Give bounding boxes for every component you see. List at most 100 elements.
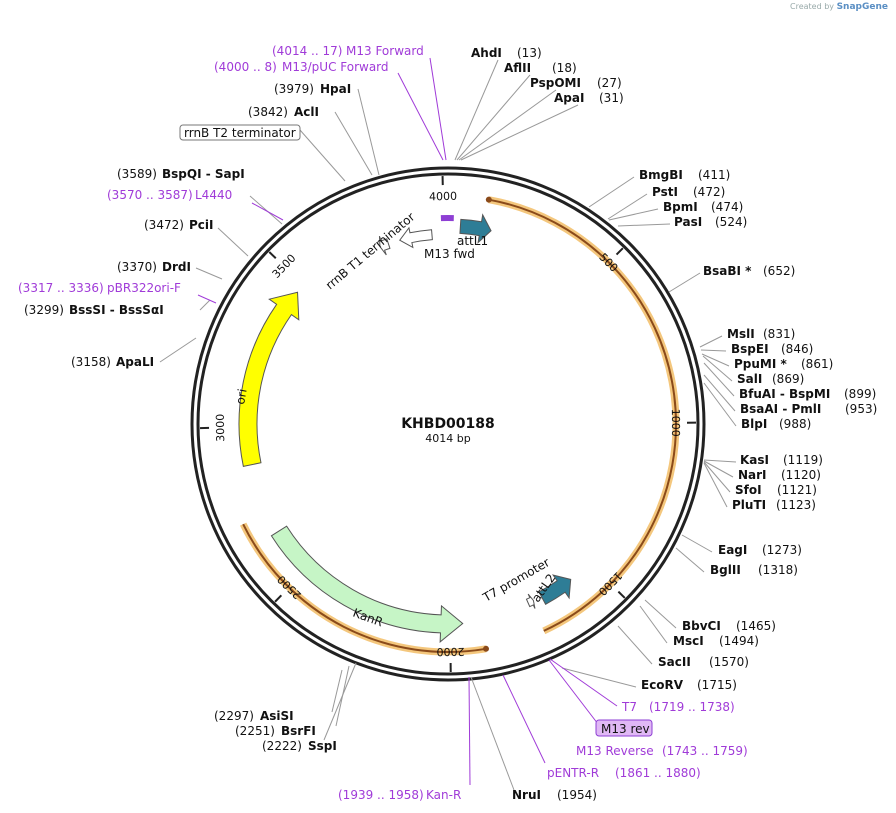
primer-leader-line bbox=[502, 674, 546, 764]
feature-label-rrnb-t2: rrnB T2 terminator bbox=[184, 126, 296, 140]
primer-label: M13 Reverse bbox=[576, 744, 654, 758]
tick-label: 4000 bbox=[429, 190, 457, 204]
leader-line bbox=[561, 667, 637, 688]
leader-line bbox=[299, 129, 346, 182]
enzyme-position: (1273) bbox=[762, 543, 802, 557]
enzyme-position: (13) bbox=[517, 46, 542, 60]
enzyme-position: (411) bbox=[698, 168, 730, 182]
feature-arrow-attl2 bbox=[538, 574, 572, 605]
tick-mark bbox=[268, 251, 277, 259]
plasmid-length: 4014 bp bbox=[425, 432, 470, 445]
enzyme-position: (953) bbox=[845, 402, 877, 416]
enzyme-label: HpaI bbox=[320, 82, 351, 96]
enzyme-position: (1494) bbox=[719, 634, 759, 648]
created-by-text: Created by bbox=[790, 2, 835, 11]
primer-label: M13/pUC Forward bbox=[282, 60, 389, 74]
enzyme-label: BpmI bbox=[663, 200, 698, 214]
enzyme-label: AflII bbox=[504, 61, 531, 75]
leader-line bbox=[454, 59, 499, 161]
feature-arrow-rrnb-t2-terminator bbox=[378, 235, 391, 256]
enzyme-label: AhdI bbox=[471, 46, 502, 60]
primer-label: M13 Forward bbox=[346, 44, 424, 58]
feature-arrow-attl1 bbox=[459, 213, 492, 244]
leader-line bbox=[334, 111, 373, 176]
enzyme-label: BspQI - SapI bbox=[162, 167, 245, 181]
orf-arrowhead bbox=[483, 645, 490, 652]
leader-line bbox=[588, 176, 635, 208]
enzyme-position: (27) bbox=[597, 76, 622, 90]
enzyme-position: (3370) bbox=[117, 260, 157, 274]
enzyme-position: (846) bbox=[781, 342, 813, 356]
enzyme-label: PluTI bbox=[732, 498, 766, 512]
enzyme-position: (2251) bbox=[235, 724, 275, 738]
enzyme-position: (1318) bbox=[758, 563, 798, 577]
enzyme-label: EcoRV bbox=[641, 678, 684, 692]
enzyme-label: ApaLI bbox=[116, 355, 154, 369]
enzyme-label: BmgBI bbox=[639, 168, 683, 182]
enzyme-position: (1121) bbox=[777, 483, 817, 497]
enzyme-label: SacII bbox=[658, 655, 691, 669]
feature-arrow-ori bbox=[238, 291, 300, 467]
enzyme-label: NarI bbox=[738, 468, 767, 482]
enzyme-position: (1119) bbox=[783, 453, 823, 467]
primer-range: (1939 .. 1958) bbox=[338, 788, 424, 802]
primer-label: pENTR-R bbox=[547, 766, 599, 780]
enzyme-position: (1120) bbox=[781, 468, 821, 482]
primer-label: L4440 bbox=[195, 188, 232, 202]
leader-line bbox=[456, 74, 531, 161]
leader-line bbox=[703, 460, 734, 478]
enzyme-label: PspOMI bbox=[530, 76, 581, 90]
leader-line bbox=[217, 227, 249, 257]
leader-line bbox=[159, 337, 197, 363]
leader-line bbox=[608, 208, 659, 221]
tick-label: 3000 bbox=[214, 414, 227, 442]
primer-range: (3570 .. 3587) bbox=[107, 188, 193, 202]
enzyme-position: (3589) bbox=[117, 167, 157, 181]
primer-leader-line bbox=[251, 202, 284, 221]
leader-line bbox=[700, 349, 727, 352]
primer-range: (4000 .. 8) bbox=[214, 60, 277, 74]
enzyme-label: BbvCI bbox=[682, 619, 721, 633]
primer-label: Kan-R bbox=[426, 788, 461, 802]
enzyme-label: PpuMI * bbox=[734, 357, 788, 371]
orf-arc bbox=[242, 523, 487, 653]
enzyme-position: (861) bbox=[801, 357, 833, 371]
enzyme-label: MslI bbox=[727, 327, 755, 341]
leader-line bbox=[681, 534, 713, 553]
leader-line bbox=[323, 662, 357, 741]
leader-line bbox=[335, 665, 350, 727]
enzyme-label: SfoI bbox=[735, 483, 762, 497]
enzyme-position: (1715) bbox=[697, 678, 737, 692]
primer-leader-line bbox=[397, 72, 444, 161]
leader-line bbox=[703, 461, 731, 493]
enzyme-label: PciI bbox=[189, 218, 214, 232]
leader-line bbox=[195, 267, 223, 280]
enzyme-label: BlpI bbox=[741, 417, 767, 431]
primer-leader-line bbox=[197, 294, 217, 304]
leader-line bbox=[331, 669, 343, 713]
enzyme-position: (869) bbox=[772, 372, 804, 386]
enzyme-label: SalI bbox=[737, 372, 762, 386]
enzyme-position: (1123) bbox=[776, 498, 816, 512]
enzyme-label: PasI bbox=[674, 215, 702, 229]
leader-line bbox=[199, 299, 211, 311]
feature-label-ori: ori bbox=[233, 388, 249, 406]
primer-label: T7 bbox=[621, 700, 637, 714]
primer-leader-line bbox=[549, 658, 618, 707]
tick-label: 1000 bbox=[669, 409, 682, 437]
feature-label-rrnb-t1: rrnB T1 terminator bbox=[323, 210, 418, 293]
primer-leader-line bbox=[548, 659, 599, 725]
leader-line bbox=[703, 459, 737, 463]
leader-lines bbox=[159, 57, 737, 791]
leader-line bbox=[470, 676, 515, 791]
feature-label-m13-fwd: M13 fwd bbox=[424, 247, 475, 261]
enzyme-position: (831) bbox=[763, 327, 795, 341]
rrnb-t2-label-box bbox=[179, 124, 301, 141]
enzyme-position: (3158) bbox=[71, 355, 111, 369]
enzyme-position: (3299) bbox=[24, 303, 64, 317]
enzyme-label: DrdI bbox=[162, 260, 191, 274]
feature-arrow-t7-promoter bbox=[525, 593, 536, 609]
enzyme-label: EagI bbox=[718, 543, 747, 557]
primer-leader-line bbox=[468, 676, 471, 786]
